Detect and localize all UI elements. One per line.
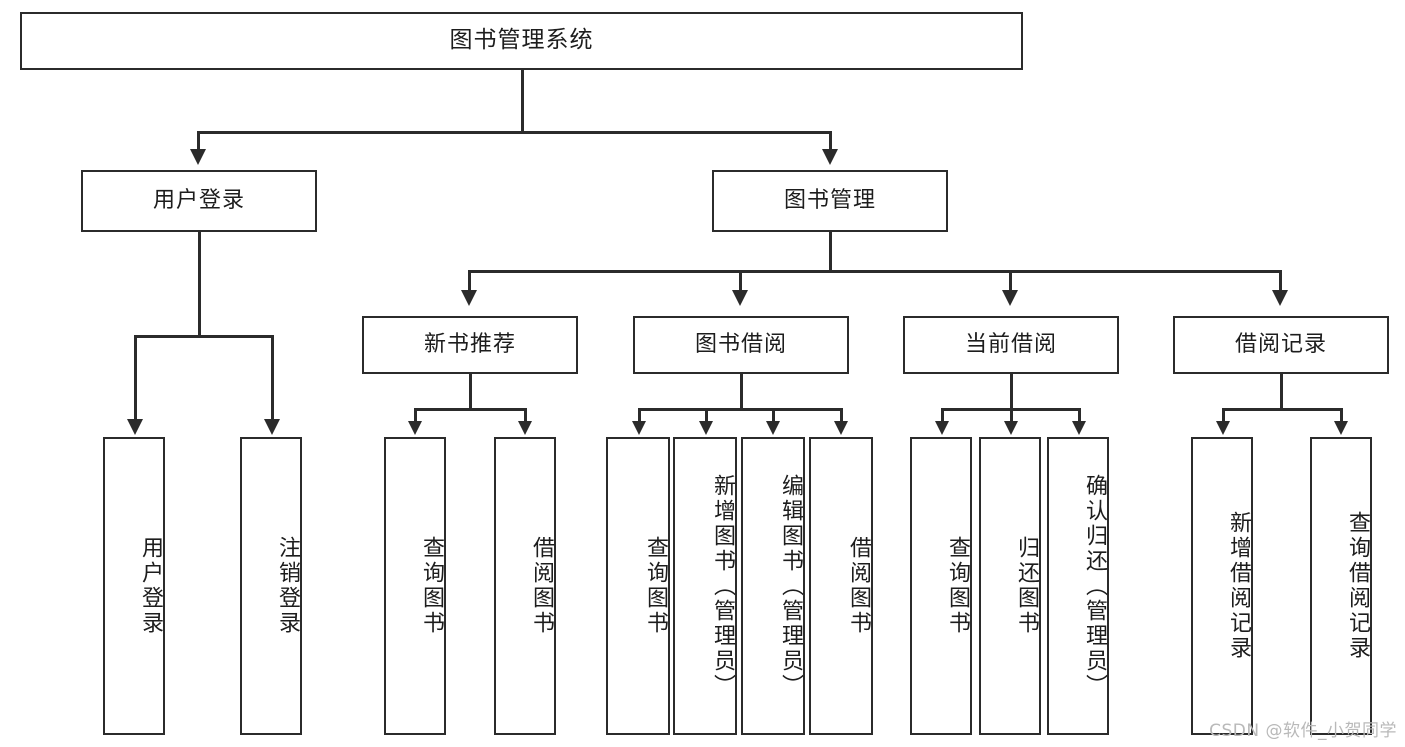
- connector-br-to-leaf-1: [1222, 408, 1225, 422]
- connector-user-login-stem: [198, 232, 201, 336]
- node-label: 图书管理系统: [449, 27, 594, 54]
- connector-root-to-user-login: [197, 131, 200, 151]
- leaf-new-book-borrow-book[interactable]: 借阅图书: [494, 437, 556, 735]
- node-book-management[interactable]: 图书管理: [712, 170, 948, 232]
- arrow-bb-to-leaf-1: [632, 421, 646, 435]
- csdn-watermark: CSDN @软件_小贺同学: [1209, 721, 1397, 741]
- arrow-br-to-leaf-1: [1216, 421, 1230, 435]
- leaf-label: 归还图书: [1014, 536, 1039, 636]
- connector-new-book-stem: [469, 374, 472, 410]
- node-new-book-recommend[interactable]: 新书推荐: [362, 316, 578, 374]
- leaf-label: 借阅图书: [529, 536, 554, 636]
- node-label: 图书借阅: [694, 332, 787, 358]
- arrow-bb-to-leaf-4: [834, 421, 848, 435]
- leaf-borrow-record-query-record[interactable]: 查询借阅记录: [1310, 437, 1372, 735]
- arrow-bm-to-child-1: [461, 290, 477, 306]
- connector-current-borrow-stem: [1010, 374, 1013, 410]
- leaf-book-borrow-query-book[interactable]: 查询图书: [606, 437, 670, 735]
- node-label: 借阅记录: [1234, 332, 1327, 358]
- leaf-current-borrow-return-book[interactable]: 归还图书: [979, 437, 1041, 735]
- leaf-user-login-login[interactable]: 用户登录: [103, 437, 165, 735]
- connector-nb-to-leaf-2: [524, 408, 527, 422]
- leaf-user-login-logout[interactable]: 注销登录: [240, 437, 302, 735]
- leaf-current-borrow-query-book[interactable]: 查询图书: [910, 437, 972, 735]
- connector-user-login-to-leaf-2: [271, 335, 274, 421]
- arrow-user-login-to-leaf-1: [127, 419, 143, 435]
- arrow-cb-to-leaf-3: [1072, 421, 1086, 435]
- connector-book-management-bus: [468, 270, 1280, 273]
- arrow-br-to-leaf-2: [1334, 421, 1348, 435]
- leaf-book-borrow-add-book-admin[interactable]: 新增图书（管理员）: [673, 437, 737, 735]
- connector-bm-to-child-4: [1279, 270, 1282, 292]
- leaf-label: 查询图书: [419, 536, 444, 636]
- connector-borrow-record-stem: [1280, 374, 1283, 410]
- connector-bm-to-child-1: [468, 270, 471, 292]
- leaf-label: 查询图书: [643, 536, 668, 636]
- connector-br-to-leaf-2: [1340, 408, 1343, 422]
- arrow-bm-to-child-2: [732, 290, 748, 306]
- arrow-bb-to-leaf-2: [699, 421, 713, 435]
- leaf-label: 用户登录: [138, 536, 163, 636]
- leaf-borrow-record-add-record[interactable]: 新增借阅记录: [1191, 437, 1253, 735]
- leaf-label: 编辑图书（管理员）: [778, 473, 803, 699]
- arrow-nb-to-leaf-1: [408, 421, 422, 435]
- leaf-label: 借阅图书: [846, 536, 871, 636]
- leaf-book-borrow-edit-book-admin[interactable]: 编辑图书（管理员）: [741, 437, 805, 735]
- arrow-user-login-to-leaf-2: [264, 419, 280, 435]
- leaf-label: 新增借阅记录: [1226, 511, 1251, 661]
- connector-bm-to-child-3: [1009, 270, 1012, 292]
- connector-cb-to-leaf-2: [1010, 408, 1013, 422]
- connector-bb-to-leaf-1: [638, 408, 641, 422]
- arrow-bb-to-leaf-3: [766, 421, 780, 435]
- connector-user-login-bus: [134, 335, 272, 338]
- leaf-current-borrow-confirm-return-admin[interactable]: 确认归还（管理员）: [1047, 437, 1109, 735]
- leaf-label: 确认归还（管理员）: [1082, 473, 1107, 699]
- node-current-borrow[interactable]: 当前借阅: [903, 316, 1119, 374]
- node-user-login[interactable]: 用户登录: [81, 170, 317, 232]
- connector-book-borrow-bus: [638, 408, 841, 411]
- leaf-label: 查询图书: [945, 536, 970, 636]
- arrow-cb-to-leaf-1: [935, 421, 949, 435]
- leaf-new-book-query-book[interactable]: 查询图书: [384, 437, 446, 735]
- connector-nb-to-leaf-1: [414, 408, 417, 422]
- leaf-label: 查询借阅记录: [1345, 511, 1370, 661]
- node-label: 用户登录: [152, 188, 245, 214]
- leaf-label: 新增图书（管理员）: [710, 473, 735, 699]
- connector-root-to-book-management: [829, 131, 832, 151]
- connector-cb-to-leaf-1: [941, 408, 944, 422]
- connector-bb-to-leaf-3: [772, 408, 775, 422]
- arrow-bm-to-child-3: [1002, 290, 1018, 306]
- connector-book-management-stem: [829, 232, 832, 272]
- node-label: 图书管理: [783, 188, 876, 214]
- connector-root-bus: [197, 131, 831, 134]
- connector-bb-to-leaf-4: [840, 408, 843, 422]
- node-label: 当前借阅: [964, 332, 1057, 358]
- arrow-cb-to-leaf-2: [1004, 421, 1018, 435]
- leaf-label: 注销登录: [275, 536, 300, 636]
- connector-bb-to-leaf-2: [705, 408, 708, 422]
- connector-user-login-to-leaf-1: [134, 335, 137, 421]
- connector-cb-to-leaf-3: [1078, 408, 1081, 422]
- node-label: 新书推荐: [423, 332, 516, 358]
- connector-borrow-record-bus: [1222, 408, 1341, 411]
- connector-book-borrow-stem: [740, 374, 743, 410]
- connector-new-book-bus: [414, 408, 525, 411]
- arrow-root-to-user-login: [190, 149, 206, 165]
- arrow-root-to-book-management: [822, 149, 838, 165]
- arrow-nb-to-leaf-2: [518, 421, 532, 435]
- connector-root-stem: [521, 70, 524, 132]
- leaf-book-borrow-borrow-book[interactable]: 借阅图书: [809, 437, 873, 735]
- node-root-book-management-system[interactable]: 图书管理系统: [20, 12, 1023, 70]
- arrow-bm-to-child-4: [1272, 290, 1288, 306]
- node-book-borrow[interactable]: 图书借阅: [633, 316, 849, 374]
- connector-bm-to-child-2: [739, 270, 742, 292]
- node-borrow-record[interactable]: 借阅记录: [1173, 316, 1389, 374]
